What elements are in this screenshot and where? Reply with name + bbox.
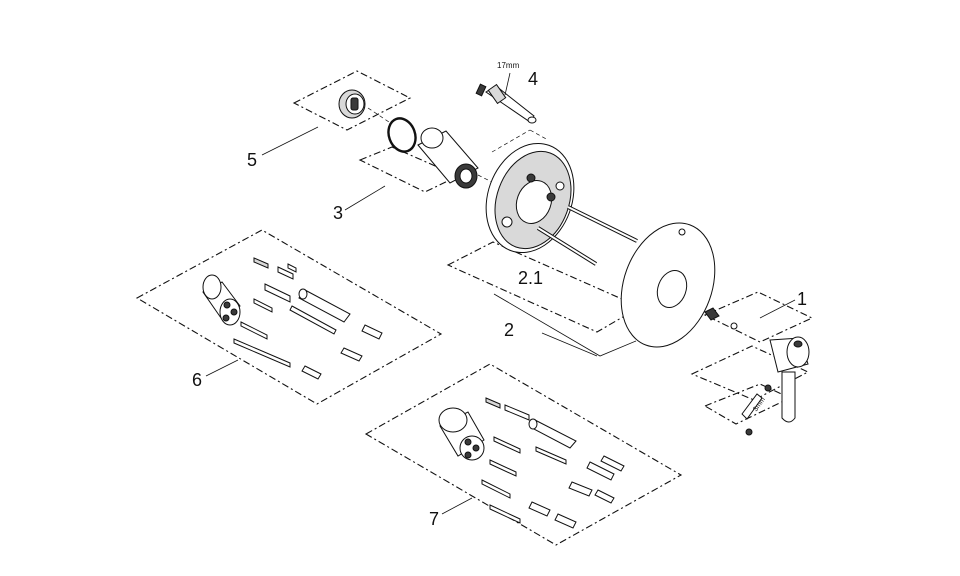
part-5-cap-group: [292, 70, 412, 131]
part-1-handle-group: 3mm: [690, 291, 814, 436]
callout-3: 3: [333, 203, 343, 223]
part-6-box: [135, 229, 443, 405]
part-6-cartridge: [202, 274, 241, 326]
leader-7: [441, 497, 473, 515]
part-7-cartridge: [438, 407, 485, 461]
leader-1: [759, 299, 796, 319]
lever-handle: [769, 336, 810, 423]
mounting-plate: [485, 142, 575, 254]
leader-5: [261, 126, 319, 156]
callout-2: 2: [504, 320, 514, 340]
callout-2-1: 2.1: [518, 268, 543, 288]
wrench-size-label: 17mm: [497, 61, 520, 70]
part-5-cap: [338, 89, 366, 119]
part-2-box-lead: [493, 293, 637, 357]
part-7-kit-group: [364, 363, 683, 546]
hex-key: 3mm: [741, 393, 767, 420]
adapter-nut: [704, 307, 738, 330]
part-5-box: [292, 70, 412, 131]
part-2-plate-group: [446, 142, 716, 357]
set-screw: [745, 384, 772, 436]
part-1-middle-box: [690, 345, 810, 401]
part-4-stem: [475, 83, 537, 124]
leader-6: [205, 359, 239, 377]
part-1-upper-box: [703, 291, 814, 343]
part-4-stem-group: [475, 72, 549, 153]
callout-6: 6: [192, 370, 202, 390]
part-3-sleeve-group: [358, 127, 501, 193]
long-screws: [536, 205, 638, 266]
part-3-sleeve: [417, 127, 479, 189]
part-6-kit-group: [135, 229, 443, 405]
callout-5: 5: [247, 150, 257, 170]
part-7-box: [364, 363, 683, 546]
leader-3: [344, 185, 386, 211]
callout-leaders: [205, 126, 796, 515]
part-7-pins: [481, 397, 625, 529]
rosette-plate: [620, 222, 716, 348]
o-ring: [387, 117, 417, 153]
callout-7: 7: [429, 509, 439, 529]
part-2-1-lead: [541, 332, 598, 357]
callout-4: 4: [528, 69, 538, 89]
callout-1: 1: [797, 289, 807, 309]
part-6-pins: [233, 257, 383, 380]
part-2-1-box: [446, 241, 642, 333]
